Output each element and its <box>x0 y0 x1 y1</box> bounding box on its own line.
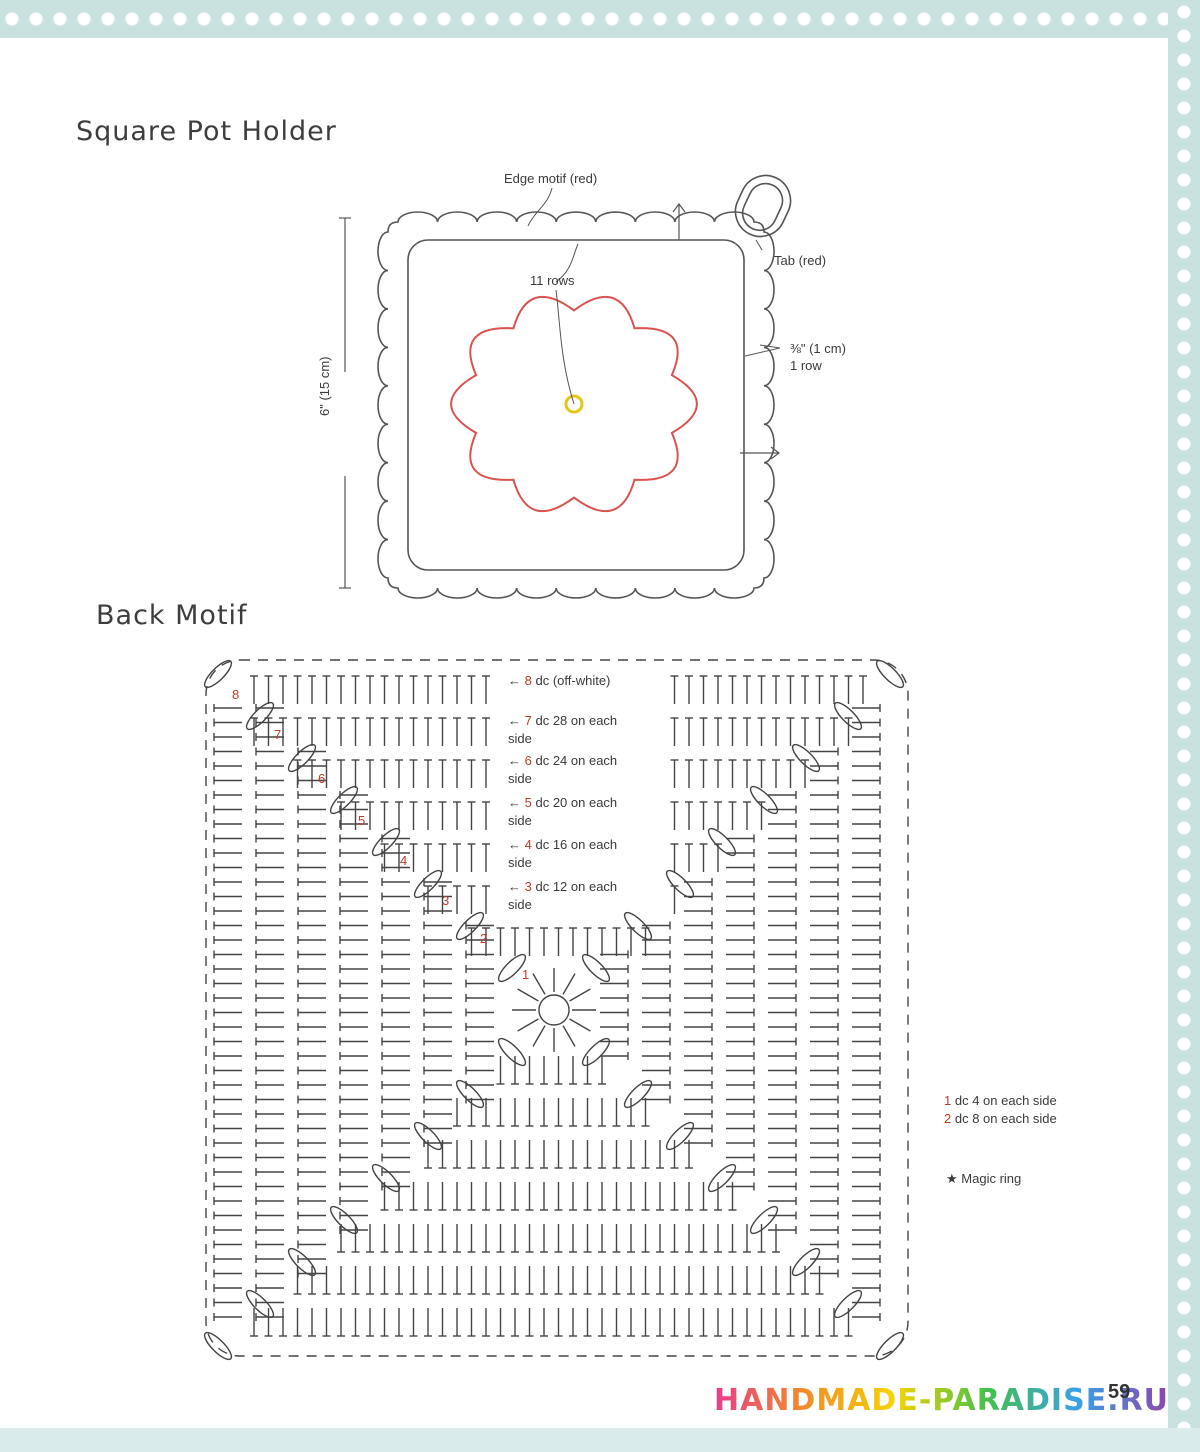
corner-chain <box>749 785 779 815</box>
corner-chain <box>581 1037 611 1067</box>
hanging-tab-inner <box>741 182 784 232</box>
corner-chain <box>455 1079 485 1109</box>
corner-chain <box>245 1289 275 1319</box>
corner-chain <box>623 1079 653 1109</box>
corner-chain <box>875 1331 905 1361</box>
dc-stitch <box>532 1025 546 1047</box>
corner-chain <box>245 701 275 731</box>
rows-pointer <box>555 289 575 405</box>
edge-width-pointer <box>744 344 781 357</box>
stitch-grid <box>213 675 881 1337</box>
corner-chain <box>791 1247 821 1277</box>
scalloped-edge <box>377 211 775 599</box>
corner-chain <box>203 659 233 689</box>
size-label: 6" (15 cm) <box>317 356 332 416</box>
pot-holder-body <box>407 239 745 571</box>
watermark: HANDMADE-PARADISE.RU <box>714 1383 1170 1418</box>
corner-chain <box>329 1205 359 1235</box>
tab-pointer <box>755 239 763 251</box>
round-number-6: 6 <box>318 771 326 786</box>
corner-chain <box>623 911 653 941</box>
dc-stitch <box>532 973 546 995</box>
page-number: 59 <box>1108 1381 1131 1403</box>
dc-stitch <box>562 1025 576 1047</box>
corner-chain <box>371 1163 401 1193</box>
corner-chain <box>665 869 695 899</box>
round-number-5: 5 <box>358 813 366 828</box>
rows-label: 11 rows <box>530 273 575 288</box>
legend-round-2: 2 dc 8 on each side <box>944 1111 1057 1126</box>
dc-stitch <box>562 973 576 995</box>
section-title: Square Pot Holder <box>76 116 337 147</box>
corner-chain <box>707 827 737 857</box>
magic-ring <box>538 994 570 1026</box>
star-icon: ★ <box>946 1171 958 1186</box>
rows-pointer-edge <box>555 243 579 283</box>
round-note-4: ← 4 dc 16 on each side <box>508 837 618 870</box>
arrow-right-head <box>770 446 780 460</box>
pot-holder-diagram <box>339 174 792 599</box>
arrow-up-head <box>672 203 686 213</box>
back-motif-chart <box>203 659 909 1361</box>
round-note-7: ← 7 dc 28 on each side <box>508 713 618 746</box>
corner-chains <box>203 659 905 1361</box>
corner-chain <box>707 1163 737 1193</box>
round-number-4: 4 <box>400 853 408 868</box>
dc-stitch <box>517 988 539 1002</box>
dc-stitch <box>517 1018 539 1032</box>
decorative-border-top <box>0 0 1200 38</box>
center-ring <box>564 394 584 414</box>
corner-chain <box>413 869 443 899</box>
corner-chain <box>203 1331 233 1361</box>
tab-label: Tab (red) <box>774 253 827 268</box>
corner-chain <box>875 659 905 689</box>
edge-motif-label: Edge motif (red) <box>504 171 598 186</box>
corner-chain <box>749 1205 779 1235</box>
corner-chain <box>287 1247 317 1277</box>
corner-chain <box>833 701 863 731</box>
corner-chain <box>833 1289 863 1319</box>
decorative-border-bottom <box>0 1428 1200 1452</box>
round-note-5: ← 5 dc 20 on each side <box>508 795 618 828</box>
corner-chain <box>371 827 401 857</box>
corner-chain <box>497 953 527 983</box>
decorative-border-right <box>1168 0 1200 1452</box>
round-number-7: 7 <box>274 727 282 742</box>
corner-chain <box>455 911 485 941</box>
corner-chain <box>791 743 821 773</box>
edge-motif-pointer <box>527 187 553 227</box>
corner-chain <box>287 743 317 773</box>
dc-stitch <box>569 988 591 1002</box>
edge-width-label: ⅜" (1 cm) 1 row <box>790 341 846 373</box>
corner-chain <box>665 1121 695 1151</box>
flower-motif <box>450 295 698 513</box>
round-note-3: ← 3 dc 12 on each side <box>508 879 618 912</box>
legend-magic-ring: ★ Magic ring <box>946 1171 1022 1186</box>
round-note-8: ← 8 dc (off-white) <box>508 673 611 688</box>
corner-chain <box>497 1037 527 1067</box>
hanging-tab <box>734 174 792 238</box>
legend-round-1: 1 dc 4 on each side <box>944 1093 1057 1108</box>
round-number-8: 8 <box>232 687 240 702</box>
round-number-3: 3 <box>442 893 450 908</box>
round-note-6: ← 6 dc 24 on each side <box>508 753 618 786</box>
back-motif-title: Back Motif <box>96 600 248 631</box>
round-number-1: 1 <box>522 967 530 982</box>
corner-chain <box>413 1121 443 1151</box>
dc-stitch <box>569 1018 591 1032</box>
round-number-2: 2 <box>480 931 488 946</box>
corner-chain <box>329 785 359 815</box>
corner-chain <box>581 953 611 983</box>
